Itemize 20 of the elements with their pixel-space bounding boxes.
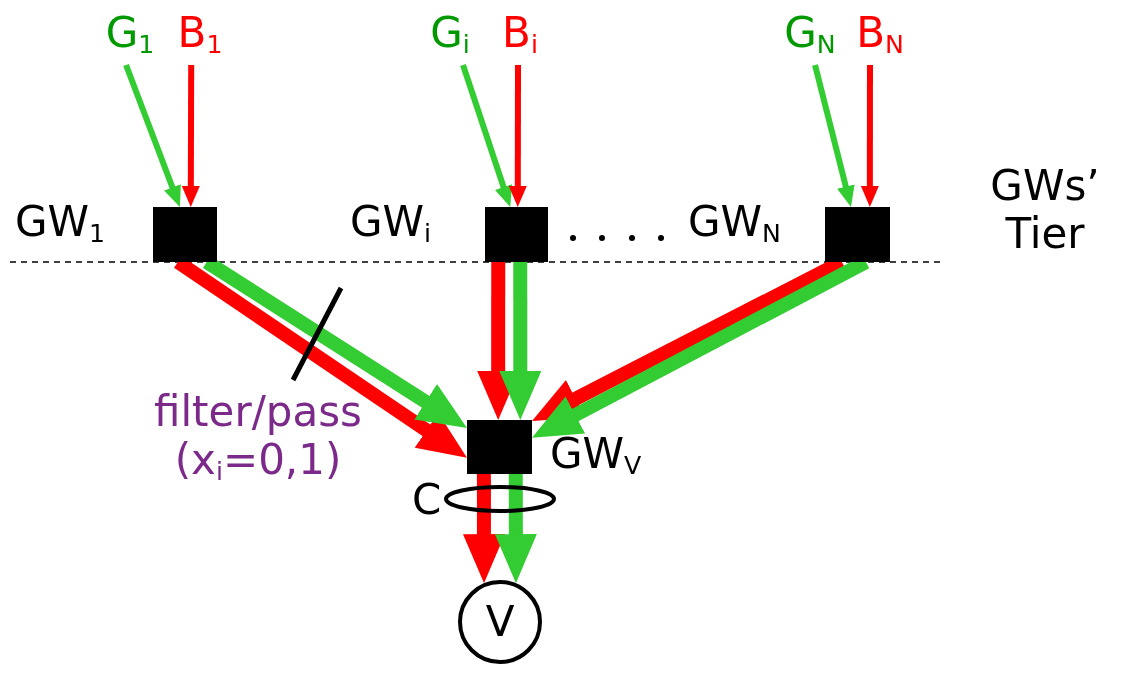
arrow xyxy=(494,473,537,584)
source-label: B$_{i}$ xyxy=(490,5,550,65)
arrow xyxy=(499,262,542,420)
annotation-text: filter/pass (x$_{i}$=0,1) xyxy=(153,388,363,488)
gateway-label: GW$_{N}$ xyxy=(688,198,781,250)
arrow xyxy=(860,65,879,207)
arrow xyxy=(508,65,527,207)
gateway-label: GW$_{1}$ xyxy=(15,198,106,250)
arrow xyxy=(812,64,855,207)
annotation-text: GWs’ Tier xyxy=(989,162,1101,259)
circle-node: V xyxy=(458,580,542,664)
gateway-box xyxy=(825,207,890,262)
source-label: G$_{i}$ xyxy=(415,5,485,65)
arrow xyxy=(460,64,513,207)
arrow xyxy=(181,65,200,207)
gateway-box xyxy=(153,207,217,262)
gateway-box xyxy=(485,207,548,262)
gateway-label: GW$_{i}$ xyxy=(350,198,432,250)
arrow xyxy=(123,63,181,207)
gateway-box xyxy=(467,420,532,474)
